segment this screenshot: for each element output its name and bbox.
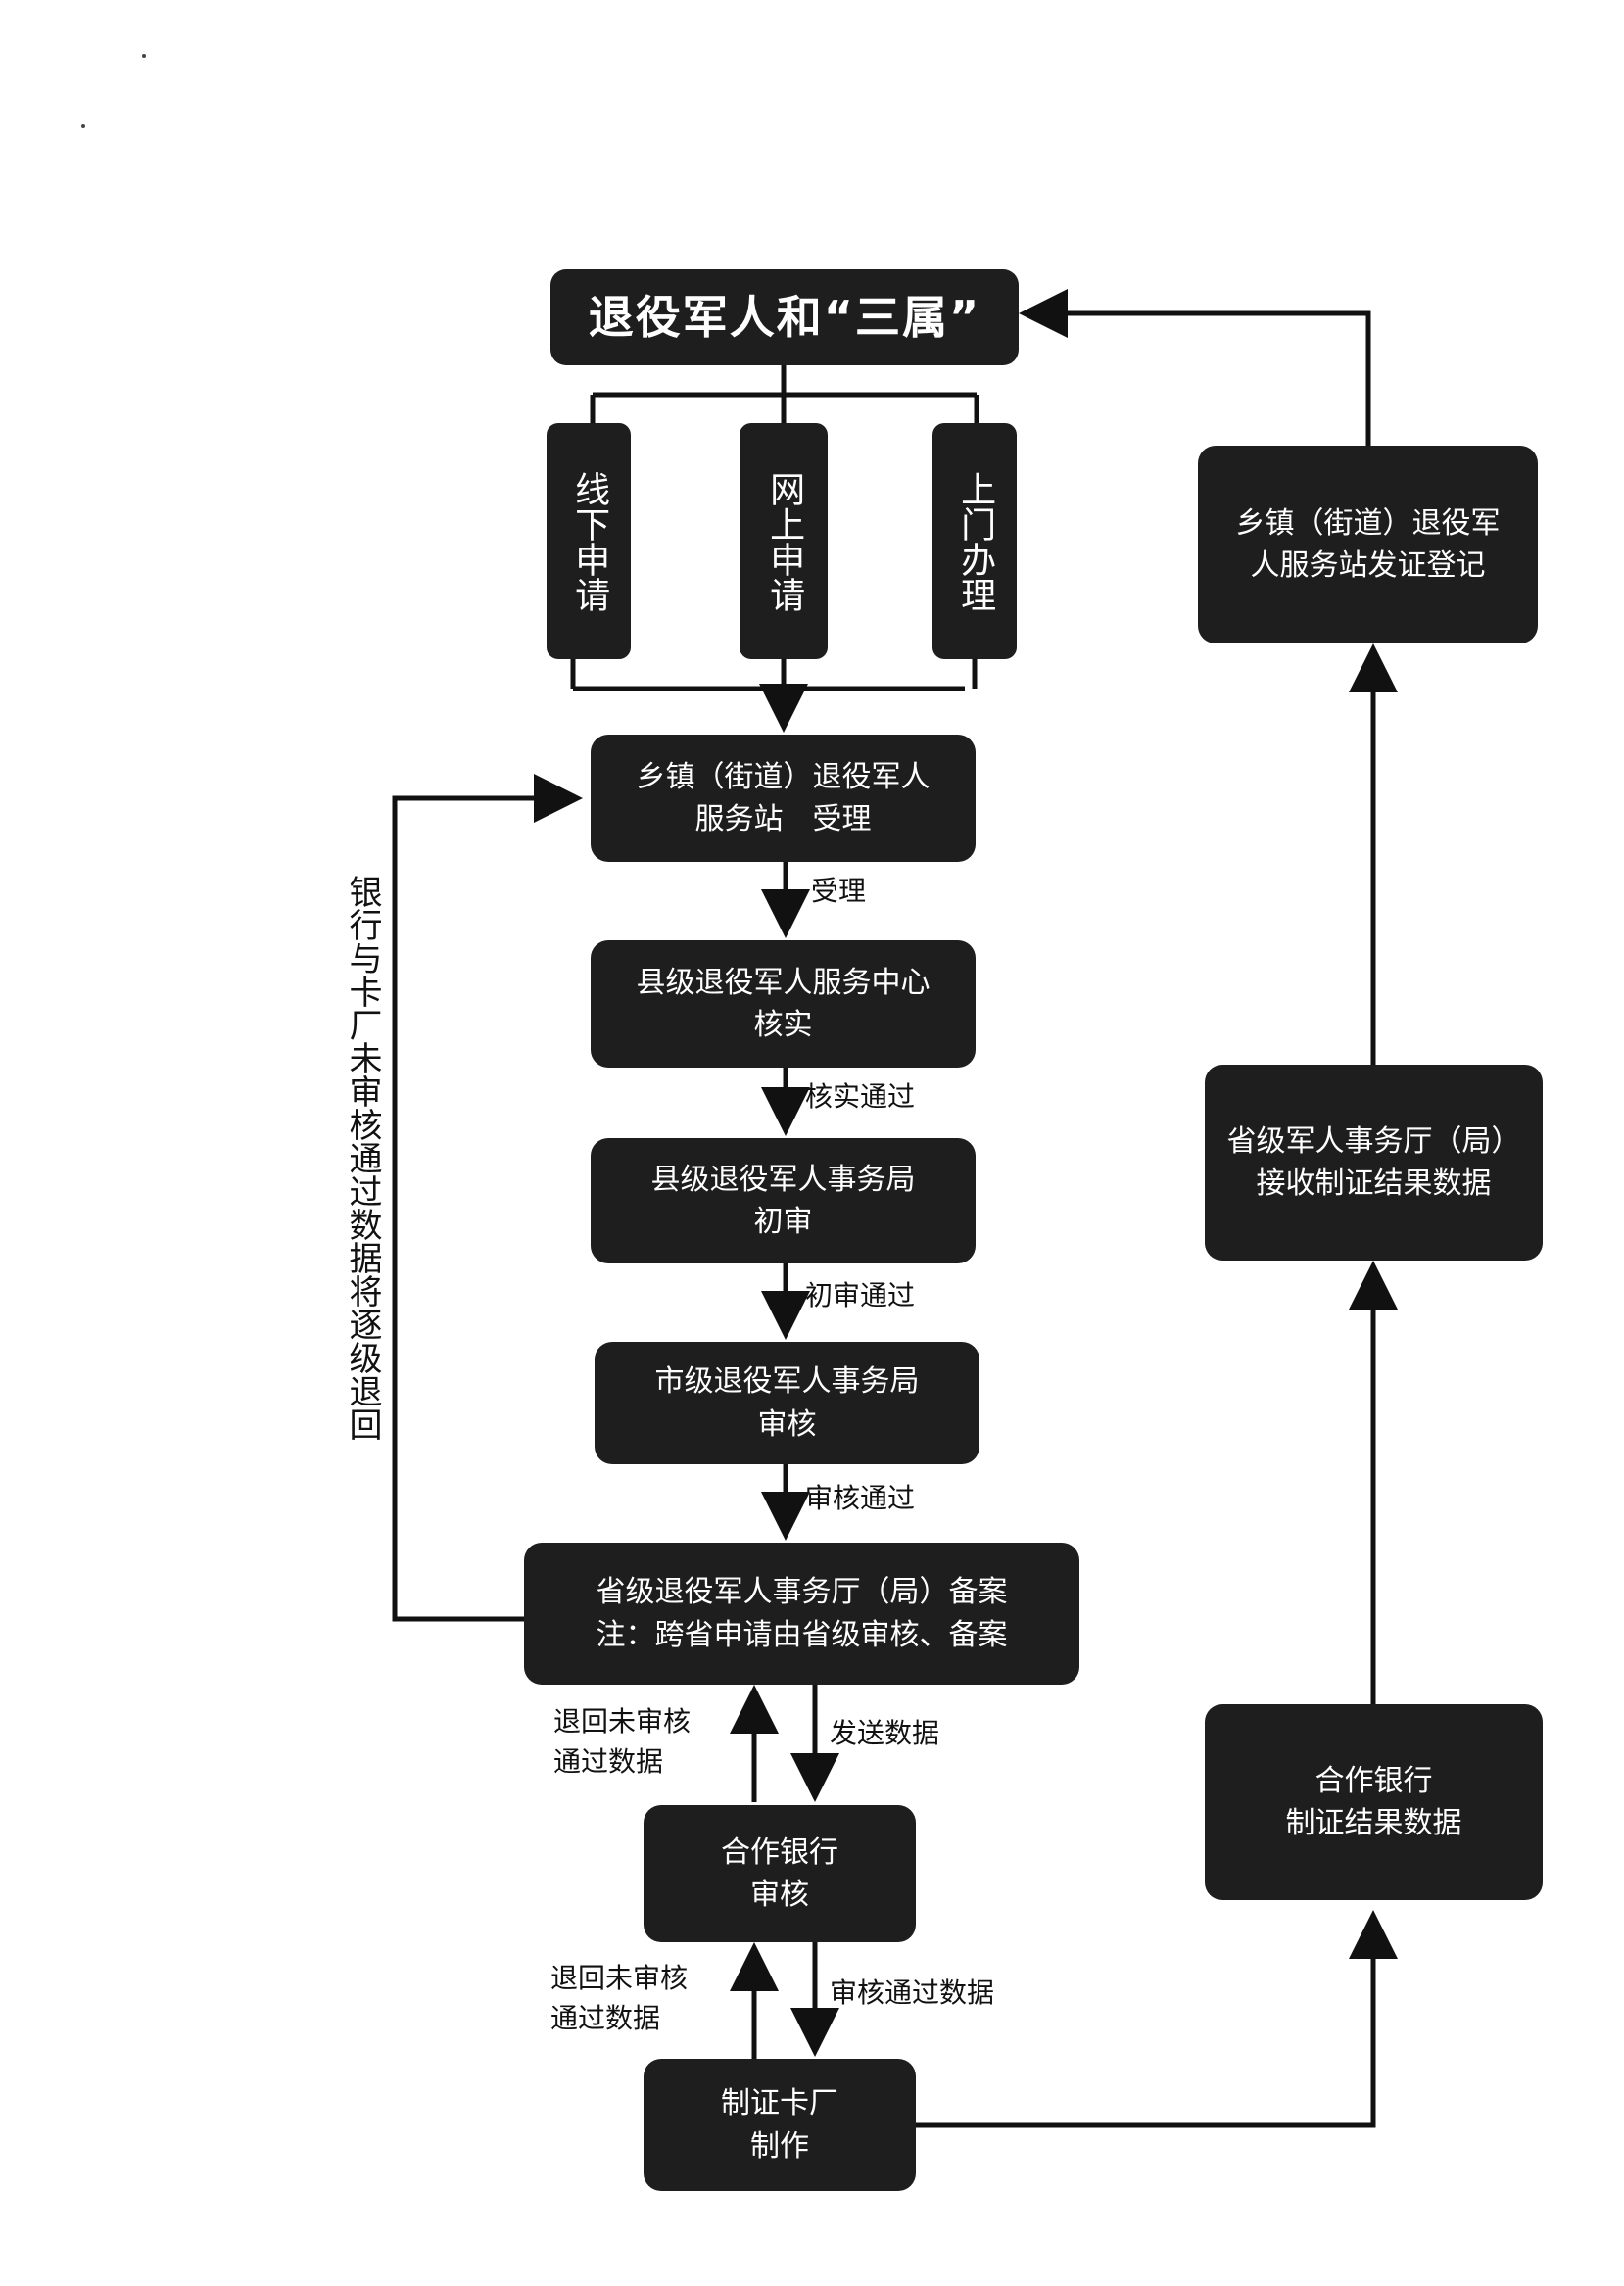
edge-label-return-unapproved-1: 退回未审核 通过数据 xyxy=(553,1702,691,1782)
node-label: 上门办理 xyxy=(955,470,996,612)
offline-application-node: 线下申请 xyxy=(547,423,631,659)
node-label-line2: 核实 xyxy=(753,1008,813,1042)
home-visit-service-node: 上门办理 xyxy=(932,423,1017,659)
node-label-line1: 县级退役军人服务中心 xyxy=(636,965,931,1000)
label-line2: 通过数据 xyxy=(553,1744,664,1778)
node-label-line1: 省级军人事务厅（局） xyxy=(1226,1123,1521,1159)
node-label: 线下申请 xyxy=(569,470,610,612)
scan-speck xyxy=(81,124,85,128)
label-line2: 通过数据 xyxy=(550,2001,661,2034)
bank-review-node: 合作银行 审核 xyxy=(644,1805,916,1942)
bank-factory-return-label: 银行与卡厂未审核通过数据将逐级退回 xyxy=(343,875,382,1441)
township-issue-register-node: 乡镇（街道）退役军 人服务站发证登记 xyxy=(1198,446,1538,643)
edge-label-return-unapproved-2: 退回未审核 通过数据 xyxy=(550,1959,688,2038)
province-record-node: 省级退役军人事务厅（局）备案 注：跨省申请由省级审核、备案 xyxy=(524,1543,1079,1685)
bank-card-result-node: 合作银行 制证结果数据 xyxy=(1205,1704,1543,1900)
node-label-line1: 乡镇（街道）退役军人 xyxy=(636,759,931,794)
edge-label-initial-pass: 初审通过 xyxy=(805,1279,916,1311)
county-bureau-node: 县级退役军人事务局 初审 xyxy=(591,1138,976,1263)
veterans-and-families-node: 退役军人和“三属” xyxy=(550,269,1019,365)
node-label-line1: 县级退役军人事务局 xyxy=(650,1162,916,1197)
node-label: 退役军人和“三属” xyxy=(588,290,981,344)
edge-label-send-data: 发送数据 xyxy=(830,1717,940,1749)
edge-label-review-pass-data: 审核通过数据 xyxy=(830,1976,995,2009)
township-station-accept-node: 乡镇（街道）退役军人 服务站 受理 xyxy=(591,735,976,862)
card-factory-node: 制证卡厂 制作 xyxy=(644,2059,916,2191)
node-label-line1: 乡镇（街道）退役军 xyxy=(1235,505,1501,541)
node-label-line2: 人服务站发证登记 xyxy=(1250,548,1486,583)
node-label-line2: 审核 xyxy=(750,1878,809,1912)
node-label-line2: 注：跨省申请由省级审核、备案 xyxy=(596,1617,1008,1652)
label-line1: 退回未审核 xyxy=(550,1962,689,1994)
node-label-line2: 服务站 受理 xyxy=(694,802,872,836)
node-label: 网上申请 xyxy=(764,470,805,612)
node-label-line2: 制作 xyxy=(750,2128,809,2164)
node-label-line2: 审核 xyxy=(757,1406,817,1442)
scan-speck xyxy=(142,54,146,58)
node-label-line2: 初审 xyxy=(753,1205,813,1239)
edge-label-review-pass: 审核通过 xyxy=(805,1482,916,1514)
node-label-line1: 合作银行 xyxy=(1314,1763,1433,1798)
label-line1: 退回未审核 xyxy=(553,1705,692,1738)
edge-label-verify-pass: 核实通过 xyxy=(805,1080,916,1113)
province-receive-node: 省级军人事务厅（局） 接收制证结果数据 xyxy=(1205,1065,1543,1261)
node-label-line1: 市级退役军人事务局 xyxy=(654,1364,920,1399)
online-application-node: 网上申请 xyxy=(740,423,828,659)
city-bureau-node: 市级退役军人事务局 审核 xyxy=(595,1342,979,1464)
node-label-line2: 制证结果数据 xyxy=(1285,1806,1462,1840)
node-label-line1: 制证卡厂 xyxy=(721,2086,838,2120)
node-label-line2: 接收制证结果数据 xyxy=(1256,1167,1492,1201)
county-service-center-node: 县级退役军人服务中心 核实 xyxy=(591,940,976,1068)
edge-label-accept: 受理 xyxy=(811,875,867,907)
node-label-line1: 合作银行 xyxy=(721,1834,838,1870)
node-label-line1: 省级退役军人事务厅（局）备案 xyxy=(596,1575,1008,1609)
